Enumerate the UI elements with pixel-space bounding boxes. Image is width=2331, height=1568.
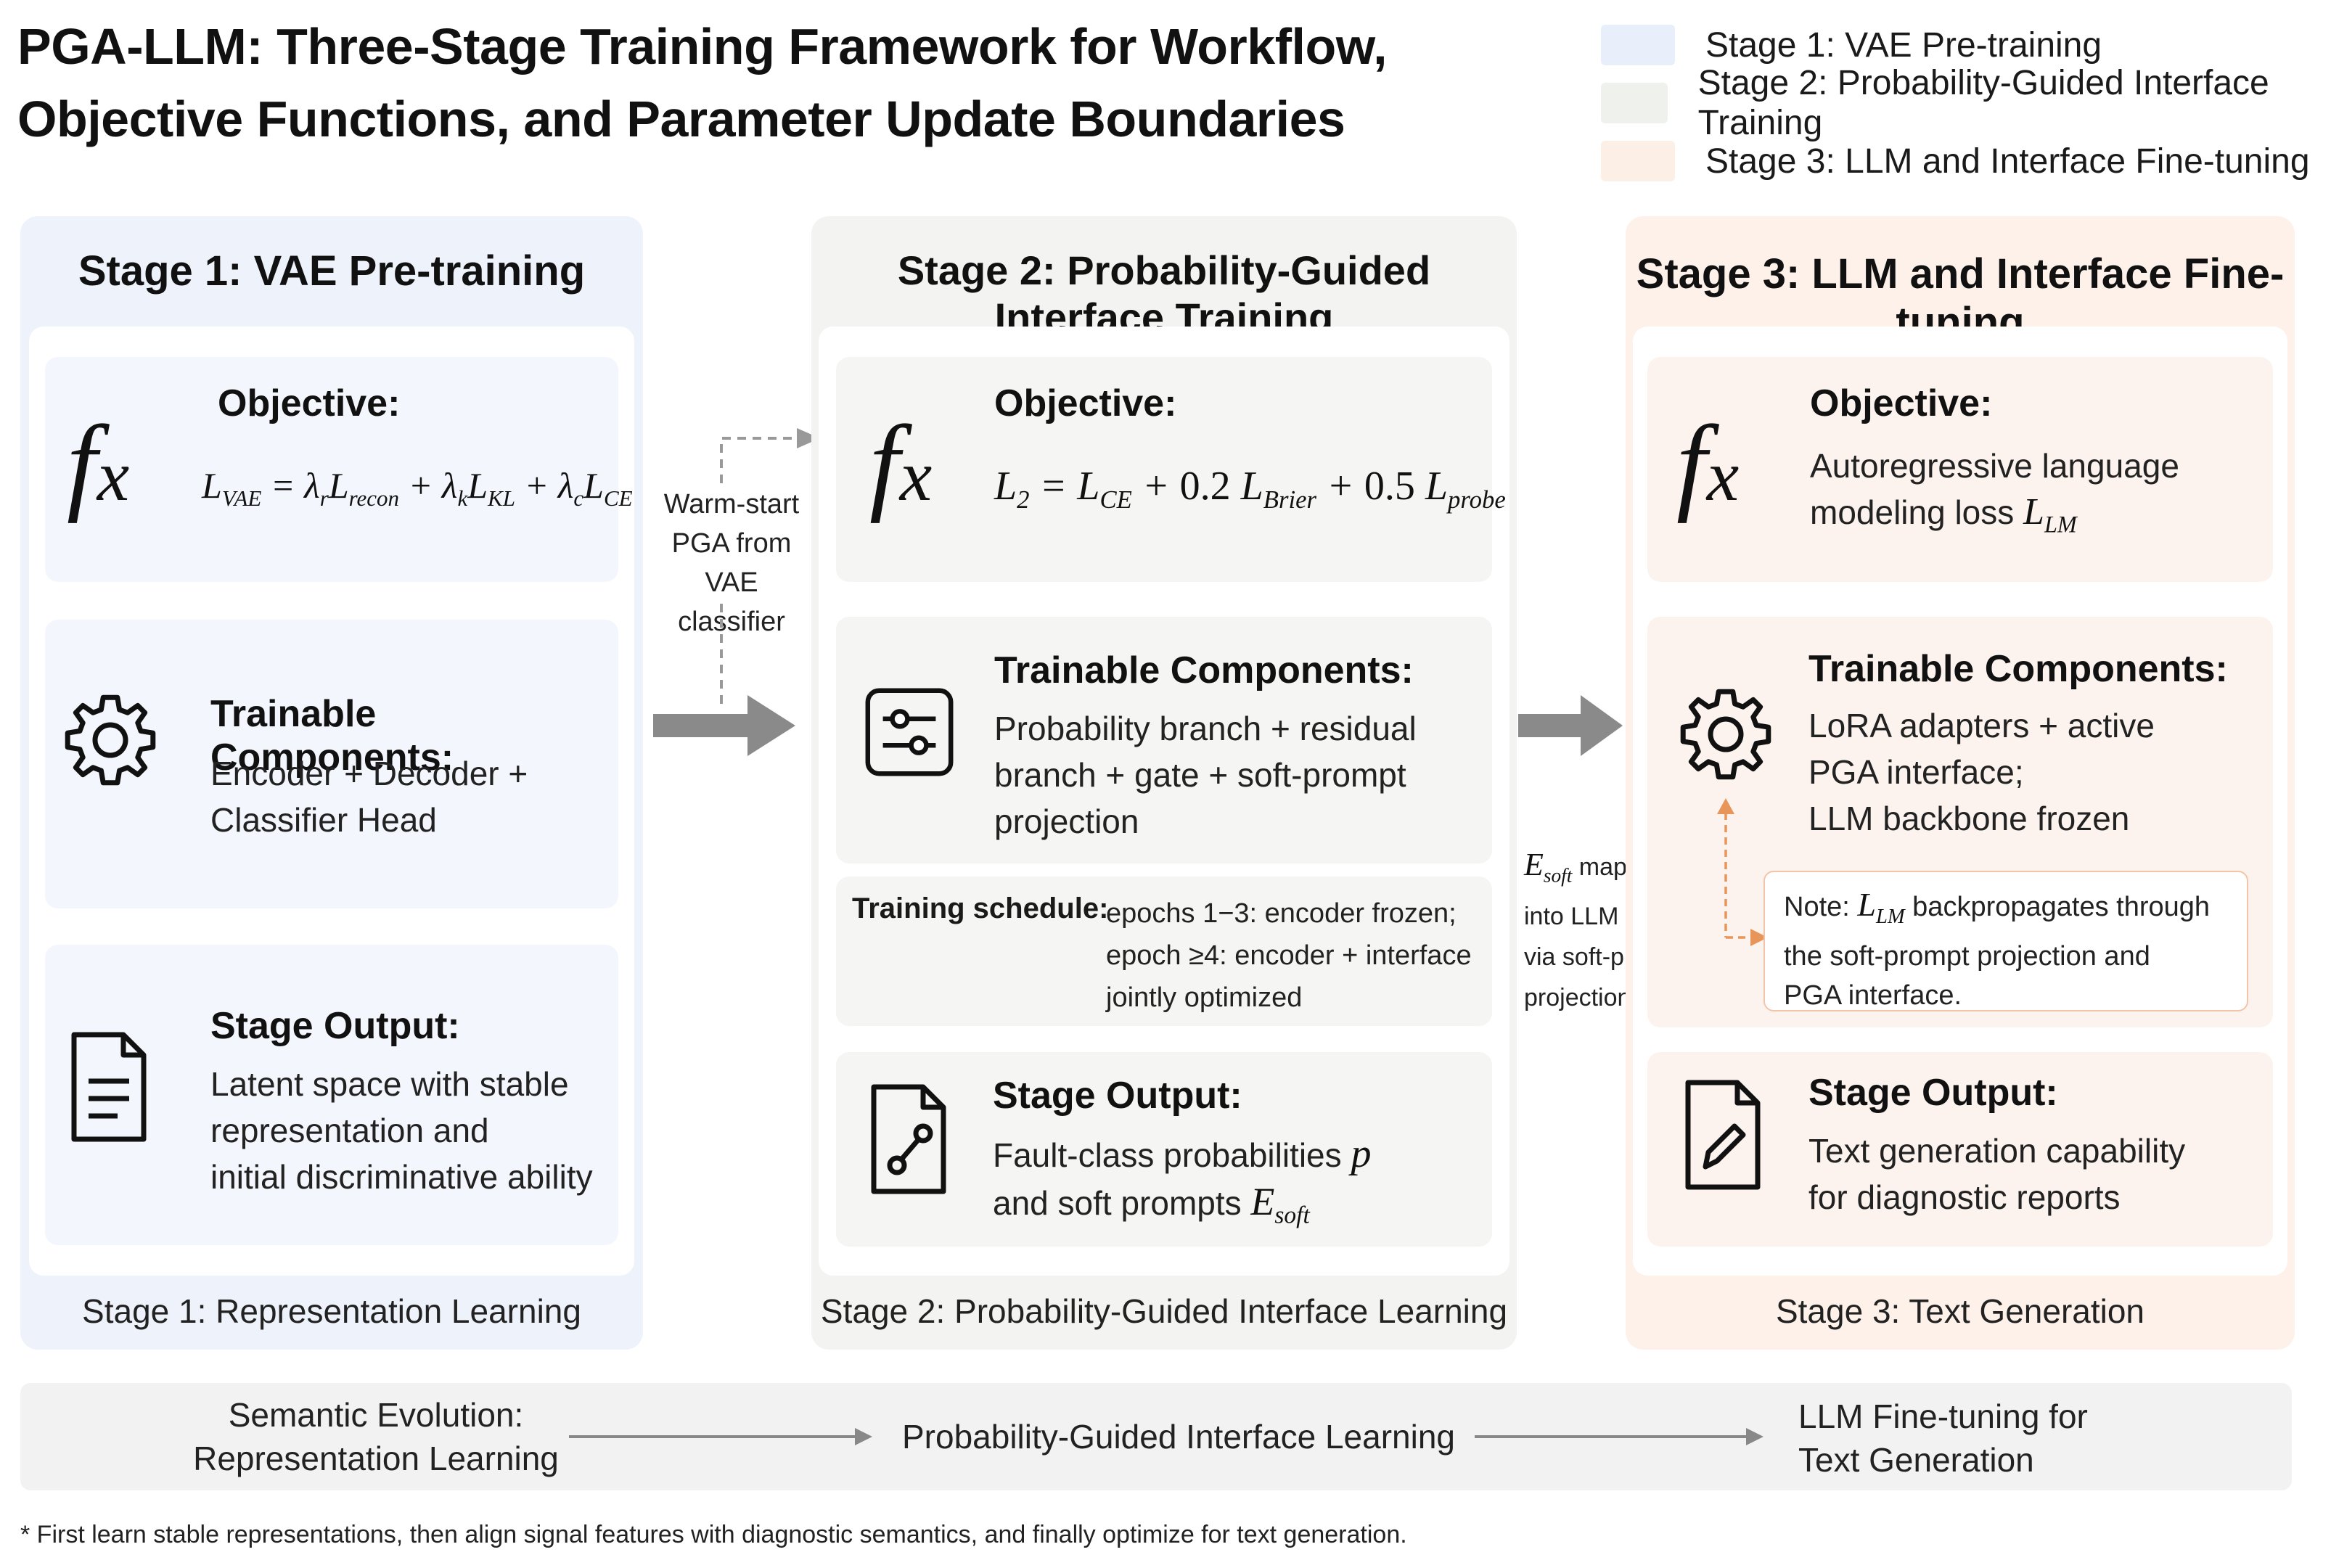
file-link-icon [871, 1084, 946, 1194]
evolution-step-2: Probability-Guided Interface Learning [901, 1418, 1455, 1456]
gear-icon [65, 694, 156, 786]
arrow-stage2-to-stage3 [1518, 695, 1623, 756]
arrow-stage1-to-stage2 [653, 695, 795, 756]
warmstart-dashed-arrow [720, 428, 820, 708]
stage1-trainable-card: Trainable Components: Encoder + Decoder … [45, 620, 618, 908]
orange-dashed-connector [1717, 798, 1768, 946]
legend-item-stage3: Stage 3: LLM and Interface Fine-tuning [1601, 132, 2331, 190]
footnote: * First learn stable representations, th… [20, 1521, 1407, 1548]
stage3-objective-body: Autoregressive language modeling loss LL… [1810, 447, 2179, 538]
legend-swatch-stage2 [1601, 83, 1668, 123]
stage3-trainable-head: Trainable Components: [1808, 648, 2228, 690]
stage3-output-card: Stage Output: Text generation capability… [1647, 1052, 2273, 1247]
stage2-trainable-head: Trainable Components: [994, 649, 1414, 691]
legend-item-stage1: Stage 1: VAE Pre-training [1601, 16, 2331, 74]
stage1-trainable-body: Encoder + Decoder + Classifier Head [210, 755, 528, 839]
stage2-output-head: Stage Output: [993, 1075, 1242, 1117]
stage1-output-card: Stage Output: Latent space with stable r… [45, 945, 618, 1245]
stage2-panel: Stage 2: Probability-Guided Interface Tr… [811, 216, 1517, 1350]
stage2-objective-card: fx Objective: L2 = LCE + 0.2 LBrier + 0.… [836, 357, 1506, 582]
stage1-title: Stage 1: VAE Pre-training [78, 247, 586, 295]
evolution-step-1: Semantic Evolution: Representation Learn… [193, 1396, 559, 1477]
stage3-objective-card: fx Objective: Autoregressive language mo… [1647, 357, 2273, 582]
stage2-output-body: Fault-class probabilities p and soft pro… [993, 1131, 1372, 1229]
function-icon: fx [1676, 403, 1740, 524]
warmstart-label: Warm-start PGA from VAE classifier [663, 489, 800, 637]
stage3-note-box: Note: LLM backpropagates through the sof… [1763, 871, 2248, 1011]
stage1-objective-card: fx Objective: LVAE = λrLrecon + λkLKL + … [45, 357, 633, 582]
stage1-output-body: Latent space with stable representation … [210, 1065, 593, 1196]
sliders-icon [865, 688, 954, 776]
page-title: PGA-LLM: Three-Stage Training Framework … [17, 18, 1388, 147]
stage3-objective-head: Objective: [1810, 382, 1993, 424]
edit-document-icon [1685, 1080, 1761, 1190]
legend: Stage 1: VAE Pre-training Stage 2: Proba… [1601, 16, 2331, 190]
function-icon: fx [869, 403, 933, 524]
document-icon [71, 1032, 147, 1142]
evolution-step-3: LLM Fine-tuning for Text Generation [1798, 1397, 2088, 1479]
stage1-trainable-head: Trainable Components: [210, 693, 454, 779]
legend-item-stage2: Stage 2: Probability-Guided Interface Tr… [1601, 64, 2331, 142]
stage2-trainable-card: Trainable Components: Probability branch… [836, 617, 1492, 863]
esoft-mapping-note: Esoft mapped into LLM input via soft-pro… [1524, 847, 1687, 1011]
legend-swatch-stage1 [1601, 25, 1675, 65]
stage2-schedule-body: epochs 1−3: encoder frozen; epoch ≥4: en… [1106, 898, 1472, 1013]
stage3-panel: Stage 3: LLM and Interface Fine-tuning f… [1626, 216, 2295, 1350]
legend-swatch-stage3 [1601, 141, 1675, 181]
stage3-footer: Stage 3: Text Generation [1775, 1292, 2145, 1330]
stage2-schedule-card: Training schedule: epochs 1−3: encoder f… [836, 877, 1492, 1026]
stage1-footer: Stage 1: Representation Learning [82, 1292, 581, 1330]
stage2-schedule-head: Training schedule: [852, 892, 1109, 924]
function-icon: fx [67, 403, 130, 524]
semantic-evolution-bar: Semantic Evolution: Representation Learn… [20, 1383, 2292, 1490]
stage2-output-card: Stage Output: Fault-class probabilities … [836, 1052, 1492, 1247]
stage3-trainable-body: LoRA adapters + active PGA interface; LL… [1808, 707, 2155, 837]
stage2-trainable-body: Probability branch + residual branch + g… [994, 710, 1417, 840]
stage3-output-head: Stage Output: [1808, 1072, 2058, 1114]
stage2-footer: Stage 2: Probability-Guided Interface Le… [820, 1292, 1508, 1330]
stage1-objective-head: Objective: [218, 382, 401, 424]
stage3-trainable-card: Trainable Components: LoRA adapters + ac… [1647, 617, 2273, 1027]
evolution-arrow-1 [569, 1428, 872, 1445]
stage1-output-head: Stage Output: [210, 1005, 460, 1047]
stage3-output-body: Text generation capability for diagnosti… [1808, 1132, 2186, 1216]
gear-icon [1680, 689, 1771, 780]
stage2-objective-formula: L2 = LCE + 0.2 LBrier + 0.5 Lprobe [994, 464, 1506, 514]
stage2-objective-head: Objective: [994, 382, 1177, 424]
stage1-objective-formula: LVAE = λrLrecon + λkLKL + λcLCE [202, 465, 633, 511]
stage1-panel: Stage 1: VAE Pre-training fx Objective: … [20, 216, 643, 1350]
evolution-arrow-2 [1475, 1428, 1763, 1445]
